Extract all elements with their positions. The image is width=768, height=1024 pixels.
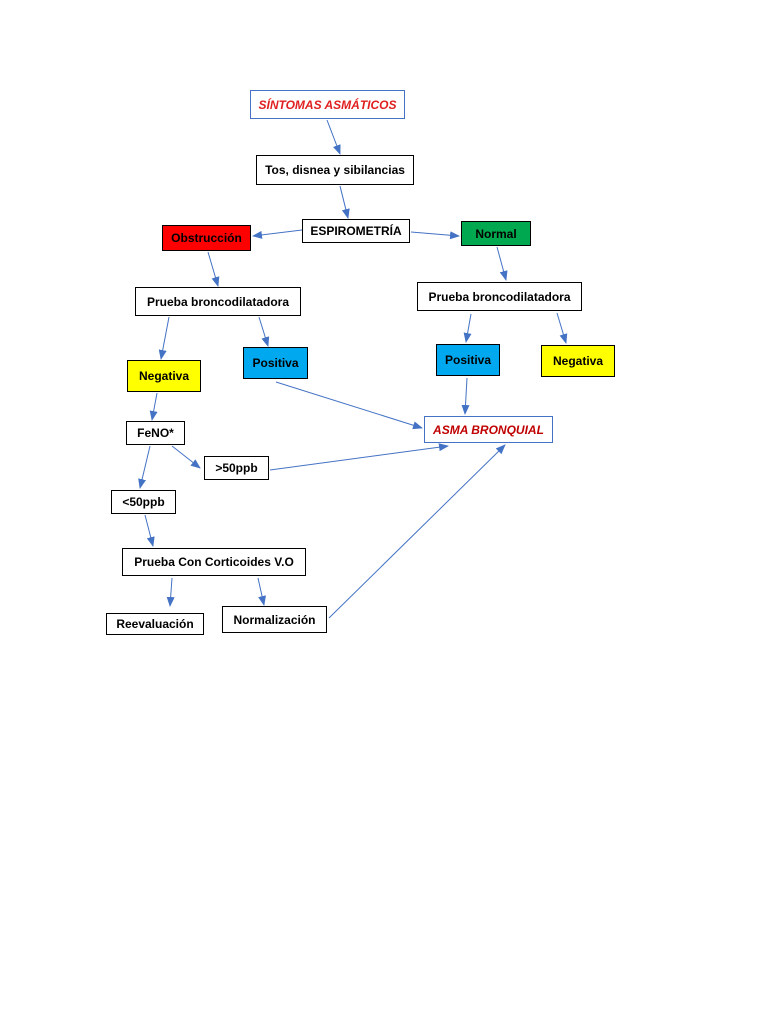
node-gt50ppb: >50ppb	[204, 456, 269, 480]
node-negativa-right-label: Negativa	[552, 354, 604, 368]
node-tos-disnea-sibilancias: Tos, disnea y sibilancias	[256, 155, 414, 185]
arrow-gt50-to-asma	[269, 443, 449, 471]
node-prueba-corticoides-label: Prueba Con Corticoides V.O	[134, 555, 294, 569]
node-espirometria-label: ESPIROMETRÍA	[310, 224, 402, 238]
node-lt50ppb-label: <50ppb	[122, 495, 165, 509]
node-prueba-right-label: Prueba broncodilatadora	[428, 289, 571, 304]
node-prueba-left-label: Prueba broncodilatadora	[146, 294, 290, 309]
node-espirometria: ESPIROMETRÍA	[302, 219, 410, 243]
node-positiva-left-label: Positiva	[252, 356, 299, 370]
node-tos-label: Tos, disnea y sibilancias	[265, 163, 405, 177]
node-feno-label: FeNO*	[137, 426, 174, 440]
node-reevaluacion: Reevaluación	[106, 613, 204, 635]
node-prueba-corticoides: Prueba Con Corticoides V.O	[122, 548, 306, 576]
node-normal-label: Normal	[475, 226, 517, 241]
node-sintomas-asmaticos: SÍNTOMAS ASMÁTICOS	[250, 90, 405, 119]
node-negativa-right: Negativa	[541, 345, 615, 377]
node-lt50ppb: <50ppb	[111, 490, 176, 514]
node-prueba-broncodilatadora-right: Prueba broncodilatadora	[417, 282, 582, 311]
arrow-espirometria-to-obstruccion	[252, 229, 303, 239]
node-gt50ppb-label: >50ppb	[215, 461, 258, 475]
arrow-obstruccion-to-prueba	[207, 251, 220, 287]
node-negativa-left: Negativa	[127, 360, 201, 392]
node-positiva-right-label: Positiva	[444, 353, 492, 367]
arrow-espirometria-to-normal	[410, 231, 460, 240]
node-asma-bronquial-label: ASMA BRONQUIAL	[433, 422, 544, 437]
node-positiva-right: Positiva	[436, 344, 500, 376]
arrow-normalizacion-to-asma	[328, 444, 506, 619]
node-positiva-left: Positiva	[243, 347, 308, 379]
node-reevaluacion-label: Reevaluación	[116, 617, 194, 631]
arrow-sintomas-to-tos	[326, 119, 341, 155]
arrow-positiva-left-to-asma	[275, 381, 423, 430]
arrow-tos-to-espirometria	[339, 185, 350, 219]
arrow-normal-to-prueba	[496, 246, 508, 281]
arrow-prueba-left-to-negativa	[158, 316, 170, 360]
node-normalizacion: Normalización	[222, 606, 327, 633]
arrow-feno-to-gt50	[171, 445, 201, 469]
node-feno: FeNO*	[126, 421, 185, 445]
node-obstruccion-label: Obstrucción	[171, 231, 242, 245]
node-normalizacion-label: Normalización	[233, 612, 316, 627]
node-asma-bronquial: ASMA BRONQUIAL	[424, 416, 553, 443]
arrow-feno-to-lt50	[138, 445, 151, 489]
arrow-corticoides-to-normalizacion	[257, 577, 266, 606]
arrow-prueba-right-to-negativa	[556, 312, 568, 344]
arrow-lt50-to-corticoides	[144, 514, 155, 547]
arrow-corticoides-to-reevaluacion	[166, 577, 175, 607]
node-negativa-left-label: Negativa	[138, 369, 190, 383]
node-normal: Normal	[461, 221, 531, 246]
node-sintomas-asmaticos-label: SÍNTOMAS ASMÁTICOS	[258, 97, 397, 112]
arrow-prueba-right-to-positiva	[463, 313, 472, 343]
node-prueba-broncodilatadora-left: Prueba broncodilatadora	[135, 287, 301, 316]
arrow-positiva-right-to-asma	[461, 377, 470, 415]
arrow-negativa-to-feno	[149, 392, 158, 421]
node-obstruccion: Obstrucción	[162, 225, 251, 251]
arrow-prueba-left-to-positiva	[258, 316, 270, 347]
